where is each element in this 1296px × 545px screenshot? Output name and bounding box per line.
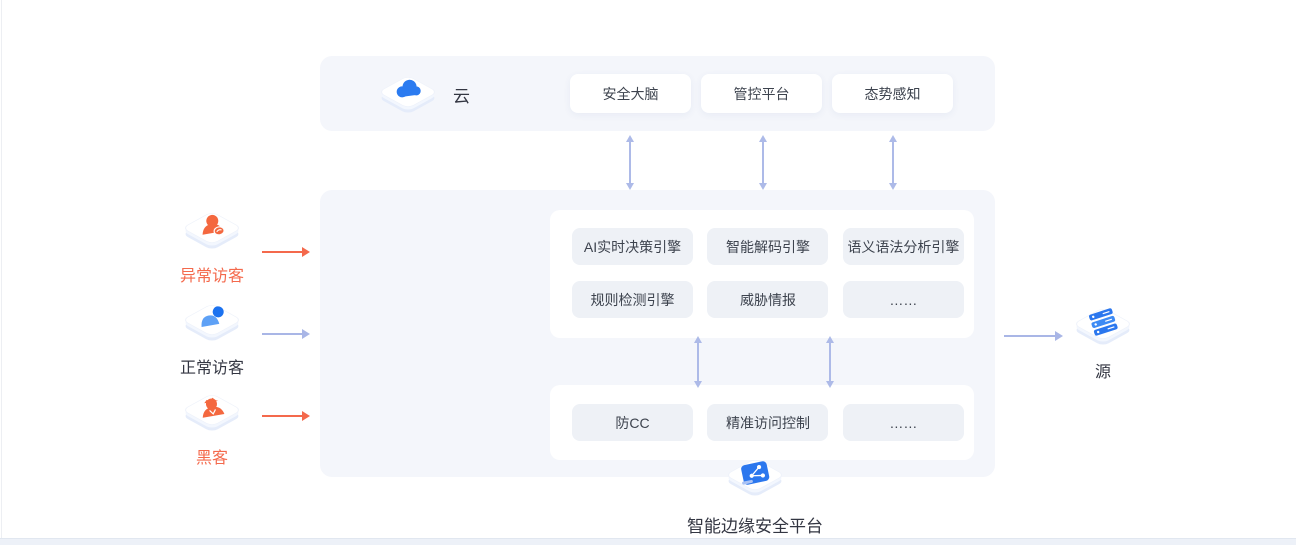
node-control-platform: 管控平台 [701,74,822,113]
cloud-icon [381,77,435,113]
pill-semantic-analysis-engine: 语义语法分析引擎 [842,228,964,265]
abnormal-visitor-label: 异常访客 [179,268,244,285]
card-bottom-edge [0,538,1296,545]
origin-figure: 源 [1048,298,1158,382]
pill-anti-cc: 防CC [572,404,693,441]
pill-rule-detection-engine: 规则检测引擎 [572,281,693,318]
edge-platform-label: 智能边缘安全平台 [687,517,823,536]
engines-box: AI实时决策引擎 智能解码引擎 语义语法分析引擎 规则检测引擎 威胁情报 …… [550,210,974,338]
pill-engines-more: …… [842,281,964,318]
edge-platform-figure: 智能边缘安全平台 [675,448,835,537]
cloud-platform-arrow-3 [889,135,897,190]
cloud-platform-arrow-1 [626,135,634,190]
card-left-border [1,0,2,538]
abnormal-visitor-figure: 异常访客 [152,202,272,286]
hacker-icon [185,395,239,431]
hacker-label: 黑客 [195,450,228,467]
hacker-figure: 黑客 [152,384,272,468]
engines-protections-arrow-2 [826,336,834,388]
pill-protections-more: …… [842,404,964,441]
platform-to-origin-arrow [1004,331,1063,341]
pill-precise-access-control: 精准访问控制 [707,404,829,441]
abnormal-visitor-arrow [262,247,310,257]
origin-server-icon [1076,308,1130,345]
node-situation-awareness: 态势感知 [832,74,953,113]
normal-visitor-icon [185,305,239,341]
cloud-buttons: 安全大脑 管控平台 态势感知 [570,74,963,113]
normal-visitor-label: 正常访客 [179,360,244,377]
pill-threat-intel: 威胁情报 [707,281,829,318]
cloud-figure: 云 [375,66,470,122]
pill-ai-decision-engine: AI实时决策引擎 [572,228,693,265]
pill-smart-decode-engine: 智能解码引擎 [707,228,829,265]
normal-visitor-figure: 正常访客 [152,294,272,378]
cloud-platform-arrow-2 [759,135,767,190]
hacker-arrow [262,411,310,421]
normal-visitor-arrow [262,329,310,339]
edge-platform-icon [728,460,782,496]
cloud-panel: 云 安全大脑 管控平台 态势感知 [320,56,995,131]
protections-box: 防CC 精准访问控制 …… [550,385,974,460]
engines-protections-arrow-1 [694,336,702,388]
cloud-label: 云 [453,86,470,106]
origin-label: 源 [1094,364,1111,381]
edge-platform-panel: 智能边缘安全平台 AI实时决策引擎 智能解码引擎 语义语法分析引擎 规则检测引擎… [320,190,995,536]
node-security-brain: 安全大脑 [570,74,691,113]
abnormal-visitor-icon [185,213,239,249]
